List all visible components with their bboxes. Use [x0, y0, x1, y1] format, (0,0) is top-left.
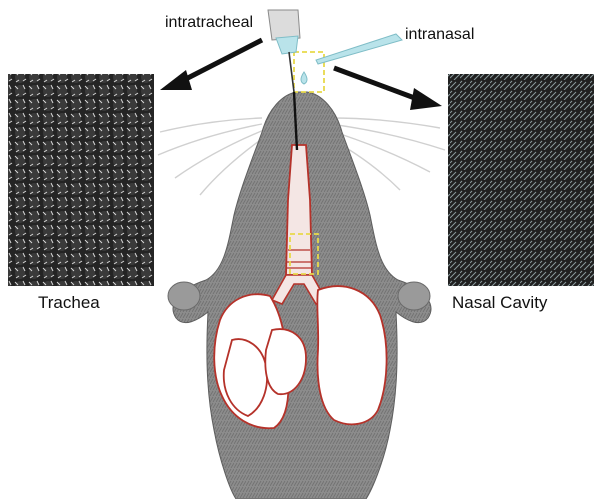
intratracheal-label: intratracheal	[165, 14, 253, 32]
nasal-cavity-label: Nasal Cavity	[452, 293, 547, 313]
arrow-to-nasal-icon	[334, 68, 442, 110]
right-lung-lobe	[317, 286, 386, 424]
trachea-micrograph	[8, 74, 154, 286]
right-paw	[398, 282, 430, 310]
left-paw	[168, 282, 200, 310]
intranasal-label: intranasal	[405, 26, 474, 44]
arrow-to-trachea-icon	[160, 40, 262, 90]
trachea-label: Trachea	[38, 293, 100, 313]
nasal-cavity-micrograph	[448, 74, 594, 286]
nose-highlight-box	[294, 52, 324, 92]
